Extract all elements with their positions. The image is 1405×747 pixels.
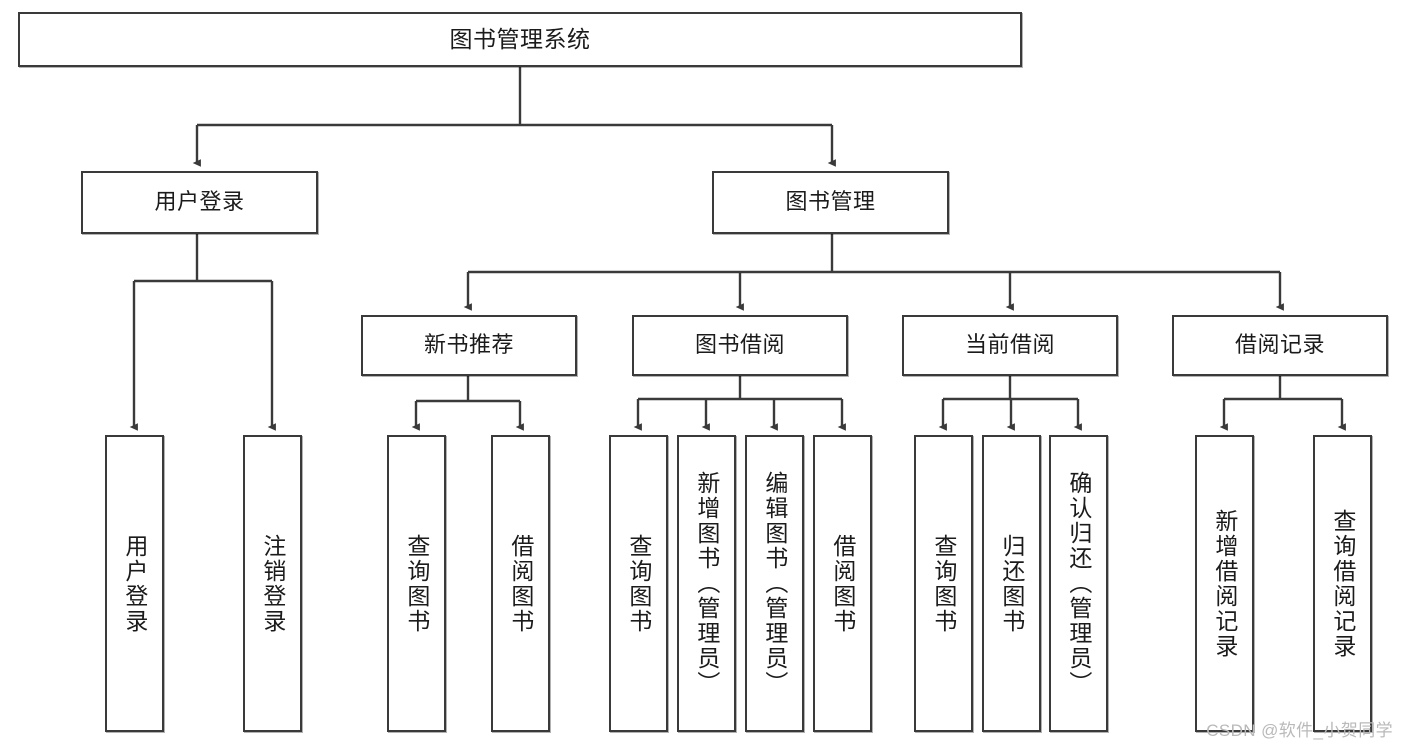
node-label: 借阅记录 [1234, 332, 1325, 358]
node-label: 新增图书（管理员） [693, 471, 720, 696]
node-book-borrow[interactable]: 图书借阅 [632, 315, 848, 376]
node-label: 用户登录 [121, 533, 148, 634]
node-label: 用户登录 [154, 189, 245, 215]
node-leaf-return-book[interactable]: 归还图书 [982, 435, 1041, 732]
node-label: 新增借阅记录 [1211, 508, 1238, 659]
node-leaf-add-book[interactable]: 新增图书（管理员） [677, 435, 736, 732]
node-user-login[interactable]: 用户登录 [81, 171, 318, 234]
node-label: 归还图书 [998, 533, 1025, 634]
node-leaf-edit-book[interactable]: 编辑图书（管理员） [745, 435, 804, 732]
node-label: 查询图书 [625, 533, 652, 634]
node-new-book-rec[interactable]: 新书推荐 [361, 315, 577, 376]
node-label: 图书借阅 [694, 332, 785, 358]
node-leaf-confirm-return[interactable]: 确认归还（管理员） [1049, 435, 1108, 732]
node-current-borrow[interactable]: 当前借阅 [902, 315, 1118, 376]
node-label: 注销登录 [259, 533, 286, 634]
node-label: 新书推荐 [423, 332, 514, 358]
node-leaf-query-book-1[interactable]: 查询图书 [387, 435, 446, 732]
node-book-manage[interactable]: 图书管理 [712, 171, 949, 234]
node-borrow-record[interactable]: 借阅记录 [1172, 315, 1388, 376]
node-label: 借阅图书 [507, 533, 534, 634]
node-leaf-query-book-2[interactable]: 查询图书 [609, 435, 668, 732]
node-leaf-add-record[interactable]: 新增借阅记录 [1195, 435, 1254, 732]
node-label: 图书管理 [785, 189, 876, 215]
node-label: 编辑图书（管理员） [761, 471, 788, 696]
node-leaf-borrow-book-1[interactable]: 借阅图书 [491, 435, 550, 732]
watermark-text: CSDN @软件_小贺同学 [1206, 721, 1393, 740]
node-label: 查询借阅记录 [1329, 508, 1356, 659]
node-label: 确认归还（管理员） [1065, 471, 1092, 696]
node-leaf-user-logout[interactable]: 注销登录 [243, 435, 302, 732]
node-label: 查询图书 [930, 533, 957, 634]
node-root-system[interactable]: 图书管理系统 [18, 12, 1022, 67]
node-label: 图书管理系统 [449, 25, 591, 52]
node-leaf-query-record[interactable]: 查询借阅记录 [1313, 435, 1372, 732]
node-leaf-query-book-3[interactable]: 查询图书 [914, 435, 973, 732]
node-label: 借阅图书 [829, 533, 856, 634]
node-label: 查询图书 [403, 533, 430, 634]
node-label: 当前借阅 [964, 332, 1055, 358]
node-leaf-user-login[interactable]: 用户登录 [105, 435, 164, 732]
node-leaf-borrow-book-2[interactable]: 借阅图书 [813, 435, 872, 732]
